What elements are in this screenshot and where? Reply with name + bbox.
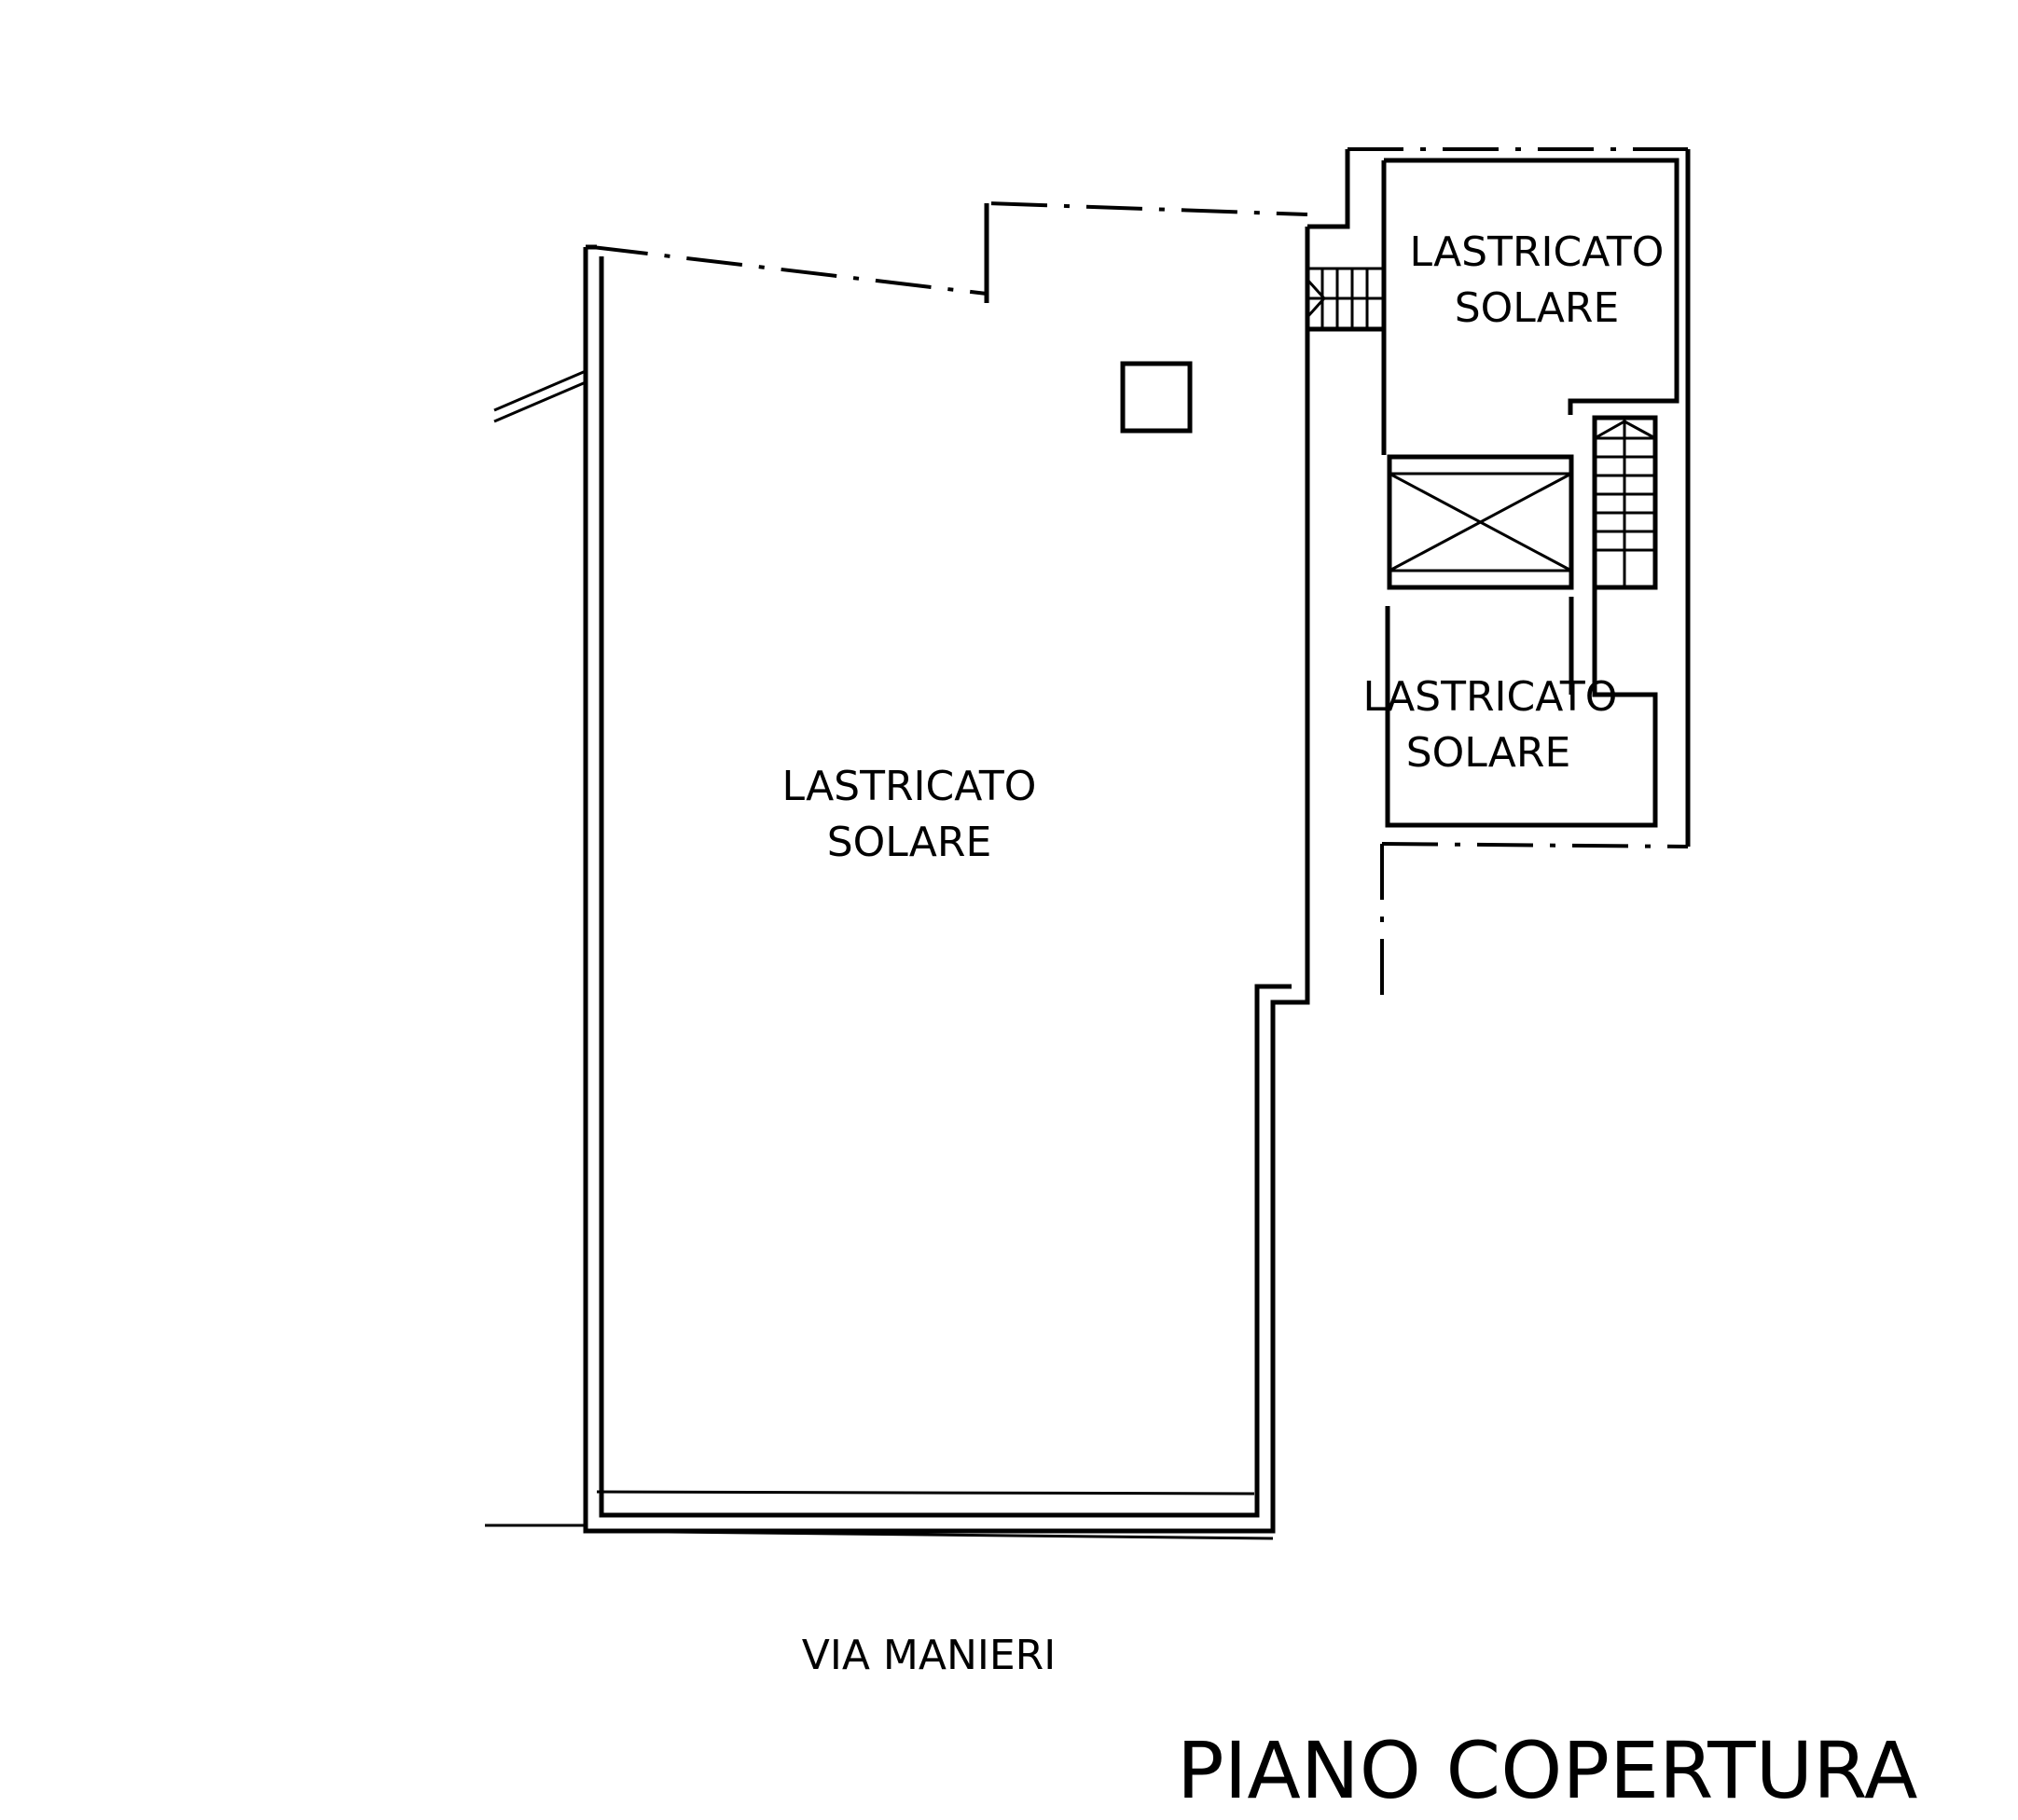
property-boundary-lines [591,147,1689,998]
room-label-upper-right: LASTRICATO SOLARE [1410,228,1665,332]
room-label-upper-right-line1: LASTRICATO [1410,228,1665,276]
right-wing-walls [1307,149,1691,847]
skylight-square [1120,361,1193,434]
room-label-main-line1: LASTRICATO [782,763,1037,810]
room-label-lower-right: LASTRICATO SOLARE [1363,673,1618,777]
room-label-lower-right-line2: SOLARE [1406,729,1571,777]
room-label-lower-right-line1: LASTRICATO [1363,673,1618,721]
main-terrace-walls [485,227,1310,1540]
street-label: VIA MANIERI [802,1632,1056,1679]
main-terrace-top-steps [586,203,989,303]
room-label-upper-right-line2: SOLARE [1455,284,1620,332]
room-label-main-line2: SOLARE [827,819,992,866]
connector-stairs [1306,267,1386,331]
room-label-main: LASTRICATO SOLARE [782,763,1037,866]
drawing-title: PIANO COPERTURA [1177,1725,1918,1816]
